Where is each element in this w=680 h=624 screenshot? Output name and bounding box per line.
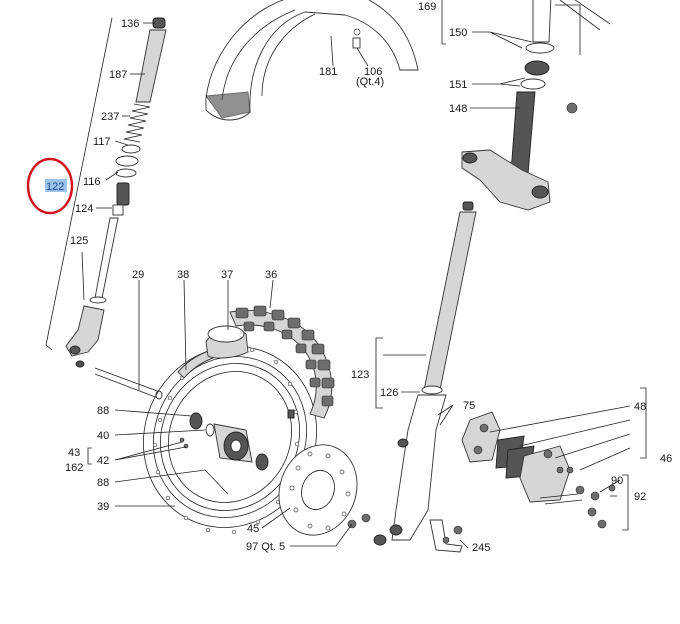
label-151: 151 [449,79,467,91]
front-hub [179,409,295,495]
tyre-and-tube [205,305,335,419]
label-124: 124 [75,203,93,215]
label-37: 37 [221,269,233,281]
label-126: 126 [380,387,398,399]
label-48: 48 [634,401,646,413]
label-88-bottom: 88 [97,477,109,489]
label-106: 106 [364,66,382,78]
label-40: 40 [97,430,109,442]
right-fork-leg [373,201,477,546]
label-187: 187 [109,69,127,81]
label-29: 29 [132,269,144,281]
label-36: 36 [265,269,277,281]
label-150: 150 [449,27,467,39]
label-39: 39 [97,501,109,513]
label-123: 123 [351,369,369,381]
red-annotation-circle [26,157,74,215]
label-46: 46 [660,453,672,465]
label-117: 117 [93,136,111,148]
leader-lines [81,0,647,549]
label-116: 116 [83,176,101,188]
steering-stem-assembly [461,0,611,211]
label-88-top: 88 [97,405,109,417]
mounting-bracket [429,519,463,553]
front-fender [205,0,419,121]
label-45: 45 [247,523,259,535]
label-42: 42 [97,455,109,467]
label-148: 148 [449,103,467,115]
label-162: 162 [65,462,83,474]
label-169: 169 [418,1,436,13]
part-number-labels: 136 187 237 117 116 122 124 125 29 38 37… [26,1,672,554]
brake-caliper-assembly [461,411,629,531]
label-92: 92 [634,491,646,503]
brake-disc [278,444,371,536]
label-43: 43 [68,447,80,459]
label-237: 237 [101,111,119,123]
label-106-qty: (Qt.4) [356,76,384,88]
label-90: 90 [611,475,623,487]
label-245: 245 [472,542,490,554]
label-181: 181 [319,66,337,78]
label-38: 38 [177,269,189,281]
left-fork-assembly [45,17,167,400]
label-125: 125 [70,235,88,247]
label-75: 75 [463,400,475,412]
label-136: 136 [121,18,139,30]
selected-label-highlight [45,179,67,192]
label-97-qty-5: 97 Qt. 5 [246,541,285,553]
label-122-selected[interactable]: 122 [46,181,64,193]
